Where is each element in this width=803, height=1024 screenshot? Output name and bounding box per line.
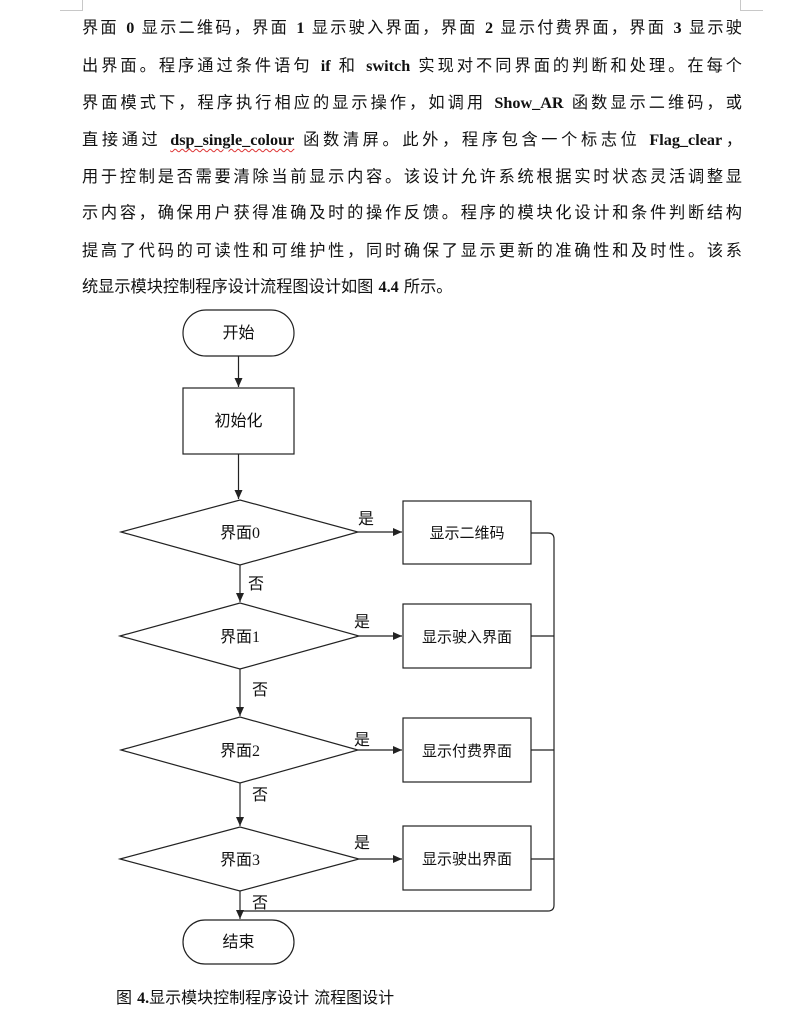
paragraph-line-8: 统显示模块控制程序设计流程图设计如图 4.4 所示。 [82,273,742,303]
caption-text: 显示模块控制程序设计 流程图设计 [149,988,395,1007]
spellcheck-underlined-text: dsp_single_colour [170,131,295,149]
text-span: switch [366,57,411,75]
text-span: 显示二维码，界面 [134,18,297,37]
text-span: 2 [484,19,494,37]
text-span: 3 [673,19,682,37]
text-span: 界面模式下，程序执行相应的显示操作，如调用 [82,93,495,112]
text-span: ， [722,130,743,149]
return-connector-line [240,532,555,912]
text-span: 显示驶 [681,18,742,37]
no-label-1: 否 [252,682,268,699]
text-span: 直接通过 [82,130,171,149]
text-span: 1 [296,19,305,37]
paragraph-line-1: 界面 0 显示二维码，界面 1 显示驶入界面，界面 2 显示付费界面，界面 3 … [82,14,742,44]
text-span: 函数清屏。此外，程序包含一个标志位 [294,130,650,149]
yes-label-1: 是 [354,614,370,631]
action-label-0: 显示二维码 [429,525,504,542]
text-span: Show_AR [494,94,564,112]
text-span: 界面 [82,18,127,37]
action-label-3: 显示驶出界面 [422,851,512,868]
no-label-2: 否 [252,787,268,804]
text-span: 统显示模块控制程序设计流程图设计如图 [82,277,379,296]
end-terminal [182,919,295,965]
end-label: 结束 [222,933,254,951]
decision-label-1: 界面1 [220,628,260,646]
paragraph-line-4: 直接通过 dsp_single_colour 函数清屏。此外，程序包含一个标志位… [82,126,742,156]
no-label-0: 否 [248,576,264,593]
no-label-3: 否 [252,895,268,912]
paragraph-line-6: 示内容，确保用户获得准确及时的操作反馈。程序的模块化设计和条件判断结构 [82,203,742,222]
caption-prefix: 图 [116,988,138,1007]
paragraph-line-7: 提高了代码的可读性和可维护性，同时确保了显示更新的准确性和及时性。该系 [82,241,742,260]
figure-caption: 图 4.显示模块控制程序设计 流程图设计 [116,984,394,1008]
init-label: 初始化 [214,412,262,430]
caption-number: 4. [137,990,150,1007]
text-span: Flag_clear [649,131,723,149]
text-span: 显示付费界面，界面 [493,18,674,37]
paragraph-line-3: 界面模式下，程序执行相应的显示操作，如调用 Show_AR 函数显示二维码，或 [82,89,742,119]
text-span: 函数显示二维码，或 [563,93,742,112]
yes-label-3: 是 [354,835,370,852]
start-label: 开始 [222,324,254,342]
text-span: 0 [126,19,135,37]
decision-label-2: 界面2 [220,742,260,760]
action-box-3 [402,825,532,891]
text-span: 实现对不同界面的判断和处理。在每个 [410,56,742,75]
action-label-2: 显示付费界面 [422,743,512,760]
paragraph-line-5: 用于控制是否需要清除当前显示内容。该设计允许系统根据实时状态灵活调整显 [82,167,742,186]
text-span: 所示。 [398,277,453,296]
crop-mark-top-left [60,0,83,11]
yes-label-2: 是 [354,732,370,749]
text-span: 出界面。程序通过条件语句 [82,56,321,75]
action-label-1: 显示驶入界面 [422,629,512,646]
text-span: 4.4 [378,278,399,296]
crop-mark-top-right [740,0,763,11]
text-span: 和 [330,56,367,75]
decision-label-3: 界面3 [220,851,260,869]
decision-label-0: 界面0 [220,524,260,542]
text-span: if [320,57,331,75]
yes-label-0: 是 [358,511,374,528]
paragraph-line-2: 出界面。程序通过条件语句 if 和 switch 实现对不同界面的判断和处理。在… [82,52,742,82]
text-span: 显示驶入界面，界面 [304,18,485,37]
